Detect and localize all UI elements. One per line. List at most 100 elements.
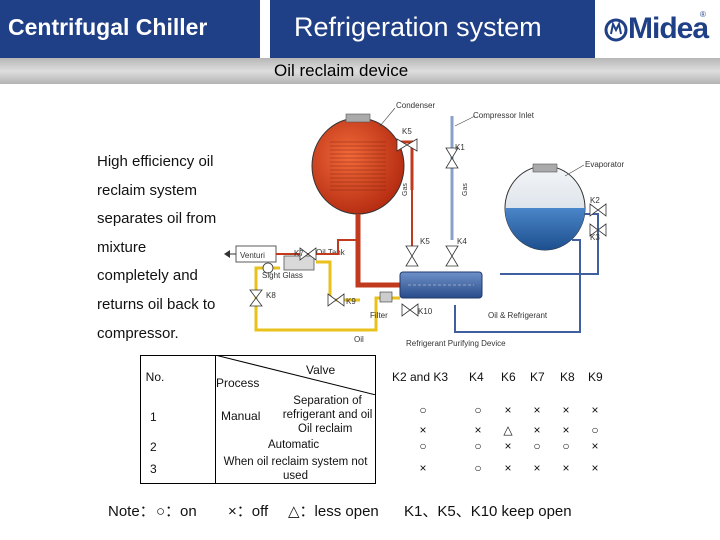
oil-label: Oil — [354, 335, 364, 344]
row-1b-value: × — [533, 423, 541, 437]
row-1-value: ○ — [474, 403, 482, 417]
midea-logo-icon — [604, 18, 628, 42]
row-3-no: 3 — [150, 462, 157, 476]
note-keep-open: K1、K5、K10 keep open — [404, 503, 572, 520]
valve-k3 — [589, 223, 607, 237]
header-left-bar: Centrifugal Chiller — [0, 0, 260, 58]
note-on: ○：on — [156, 503, 197, 520]
description-line: mixture — [97, 238, 147, 256]
header-col: K9 — [588, 370, 603, 384]
subtitle-text: Oil reclaim device — [274, 61, 409, 80]
description-text: High efficiency oil reclaim system separ… — [97, 148, 237, 348]
compressor-inlet-label: Compressor Inlet — [473, 111, 535, 120]
row-1-value: × — [562, 403, 570, 417]
row-2-value: ○ — [474, 439, 482, 453]
evaporator-label: Evaporator — [585, 160, 624, 169]
row-3-value: × — [504, 461, 512, 475]
row-3-value: × — [419, 461, 427, 475]
header-diagonal-icon — [215, 355, 376, 395]
row-1-mode: Manual — [221, 409, 261, 423]
row-1-no: 1 — [150, 410, 157, 424]
valve-k2 — [589, 203, 607, 217]
row-1b-value: × — [562, 423, 570, 437]
header-col: K6 — [501, 370, 516, 384]
valve-k2-label: K2 — [590, 196, 600, 205]
row-1b-value: △ — [503, 423, 513, 437]
valve-k4 — [445, 245, 459, 267]
valve-k5-label: K5 — [420, 237, 430, 246]
row-1b-value: × — [474, 423, 482, 437]
oil-reclaim-diagram: Condenser Gas Compressor Inlet Gas Evapo… — [224, 101, 624, 348]
filter-label: Filter — [370, 311, 388, 320]
description-line: separates oil from — [97, 210, 217, 228]
table-border — [140, 355, 376, 356]
gas-label-right: Gas — [462, 183, 469, 196]
row-1-value: × — [504, 403, 512, 417]
row-2-process: Automatic — [268, 439, 320, 451]
row-1-value: × — [591, 403, 599, 417]
description-line: reclaim system — [97, 181, 198, 199]
valve-k9-label: K9 — [346, 297, 356, 306]
row-1b-value: × — [419, 423, 427, 437]
subtitle-bar: Oil reclaim device — [0, 58, 720, 84]
valve-k3-label: K3 — [590, 233, 600, 242]
row-1-process: Separation of refrigerant and oil — [282, 395, 373, 421]
table-border — [375, 355, 376, 483]
header-col: K4 — [469, 370, 484, 384]
row-2-no: 2 — [150, 440, 157, 454]
header-right-title: Refrigeration system — [294, 12, 542, 42]
row-2-value: ○ — [419, 439, 427, 453]
valve-k7 — [299, 247, 317, 261]
row-3-value: × — [591, 461, 599, 475]
condenser-vessel — [311, 113, 405, 215]
evaporator-vessel — [504, 163, 586, 251]
purifying-device-label: Refrigerant Purifying Device — [406, 339, 506, 348]
header-col: K7 — [530, 370, 545, 384]
header-right-bar: Refrigeration system — [270, 0, 595, 58]
valve-k9 — [327, 293, 345, 307]
valve-k8 — [249, 289, 263, 307]
venturi-label: Venturi — [240, 251, 265, 260]
description-line: returns oil back to — [97, 295, 216, 313]
header-col: K8 — [560, 370, 575, 384]
table-border — [140, 355, 141, 483]
logo-wordmark: Midea — [628, 12, 709, 45]
purifying-device — [399, 271, 483, 299]
row-1-value: ○ — [419, 403, 427, 417]
header-col: K2 and K3 — [392, 370, 449, 384]
valve-k10-label: K10 — [418, 307, 433, 316]
row-2-value: × — [591, 439, 599, 453]
row-1b-value: ○ — [591, 423, 599, 437]
row-2-value: × — [504, 439, 512, 453]
row-3-value: ○ — [474, 461, 482, 475]
row-2-value: ○ — [562, 439, 570, 453]
valve-k4-label: K4 — [457, 237, 467, 246]
description-line: compressor. — [97, 324, 179, 342]
valve-k6 — [405, 245, 419, 267]
table-border — [215, 355, 216, 483]
valve-k1 — [445, 147, 459, 169]
note-off: ×：off — [228, 503, 269, 520]
gas-label-left: Gas — [402, 183, 409, 196]
row-3-value: × — [533, 461, 541, 475]
row-2-value: ○ — [533, 439, 541, 453]
table-border — [140, 483, 376, 484]
logo-registered-mark: ® — [700, 10, 706, 19]
row-1-value: × — [533, 403, 541, 417]
valve-k5-top-label: K5 — [402, 127, 412, 136]
condenser-label: Condenser — [396, 101, 435, 110]
valve-k1-label: K1 — [455, 143, 465, 152]
valve-k5-top — [396, 138, 418, 152]
row-3-value: × — [562, 461, 570, 475]
sight-glass-label: Sight Glass — [262, 271, 303, 280]
header-process: Process — [216, 376, 260, 390]
valve-k8-label: K8 — [266, 291, 276, 300]
header-no: No. — [145, 370, 165, 384]
note-prefix: Note： — [108, 503, 155, 520]
oil-tank-label: Oil Tank — [316, 248, 346, 257]
description-line: High efficiency oil — [97, 153, 214, 170]
row-3-process: When oil reclaim system not used — [223, 456, 368, 482]
valve-k10 — [401, 303, 419, 317]
description-line: completely and — [97, 267, 198, 285]
header-left-title: Centrifugal Chiller — [8, 14, 208, 40]
